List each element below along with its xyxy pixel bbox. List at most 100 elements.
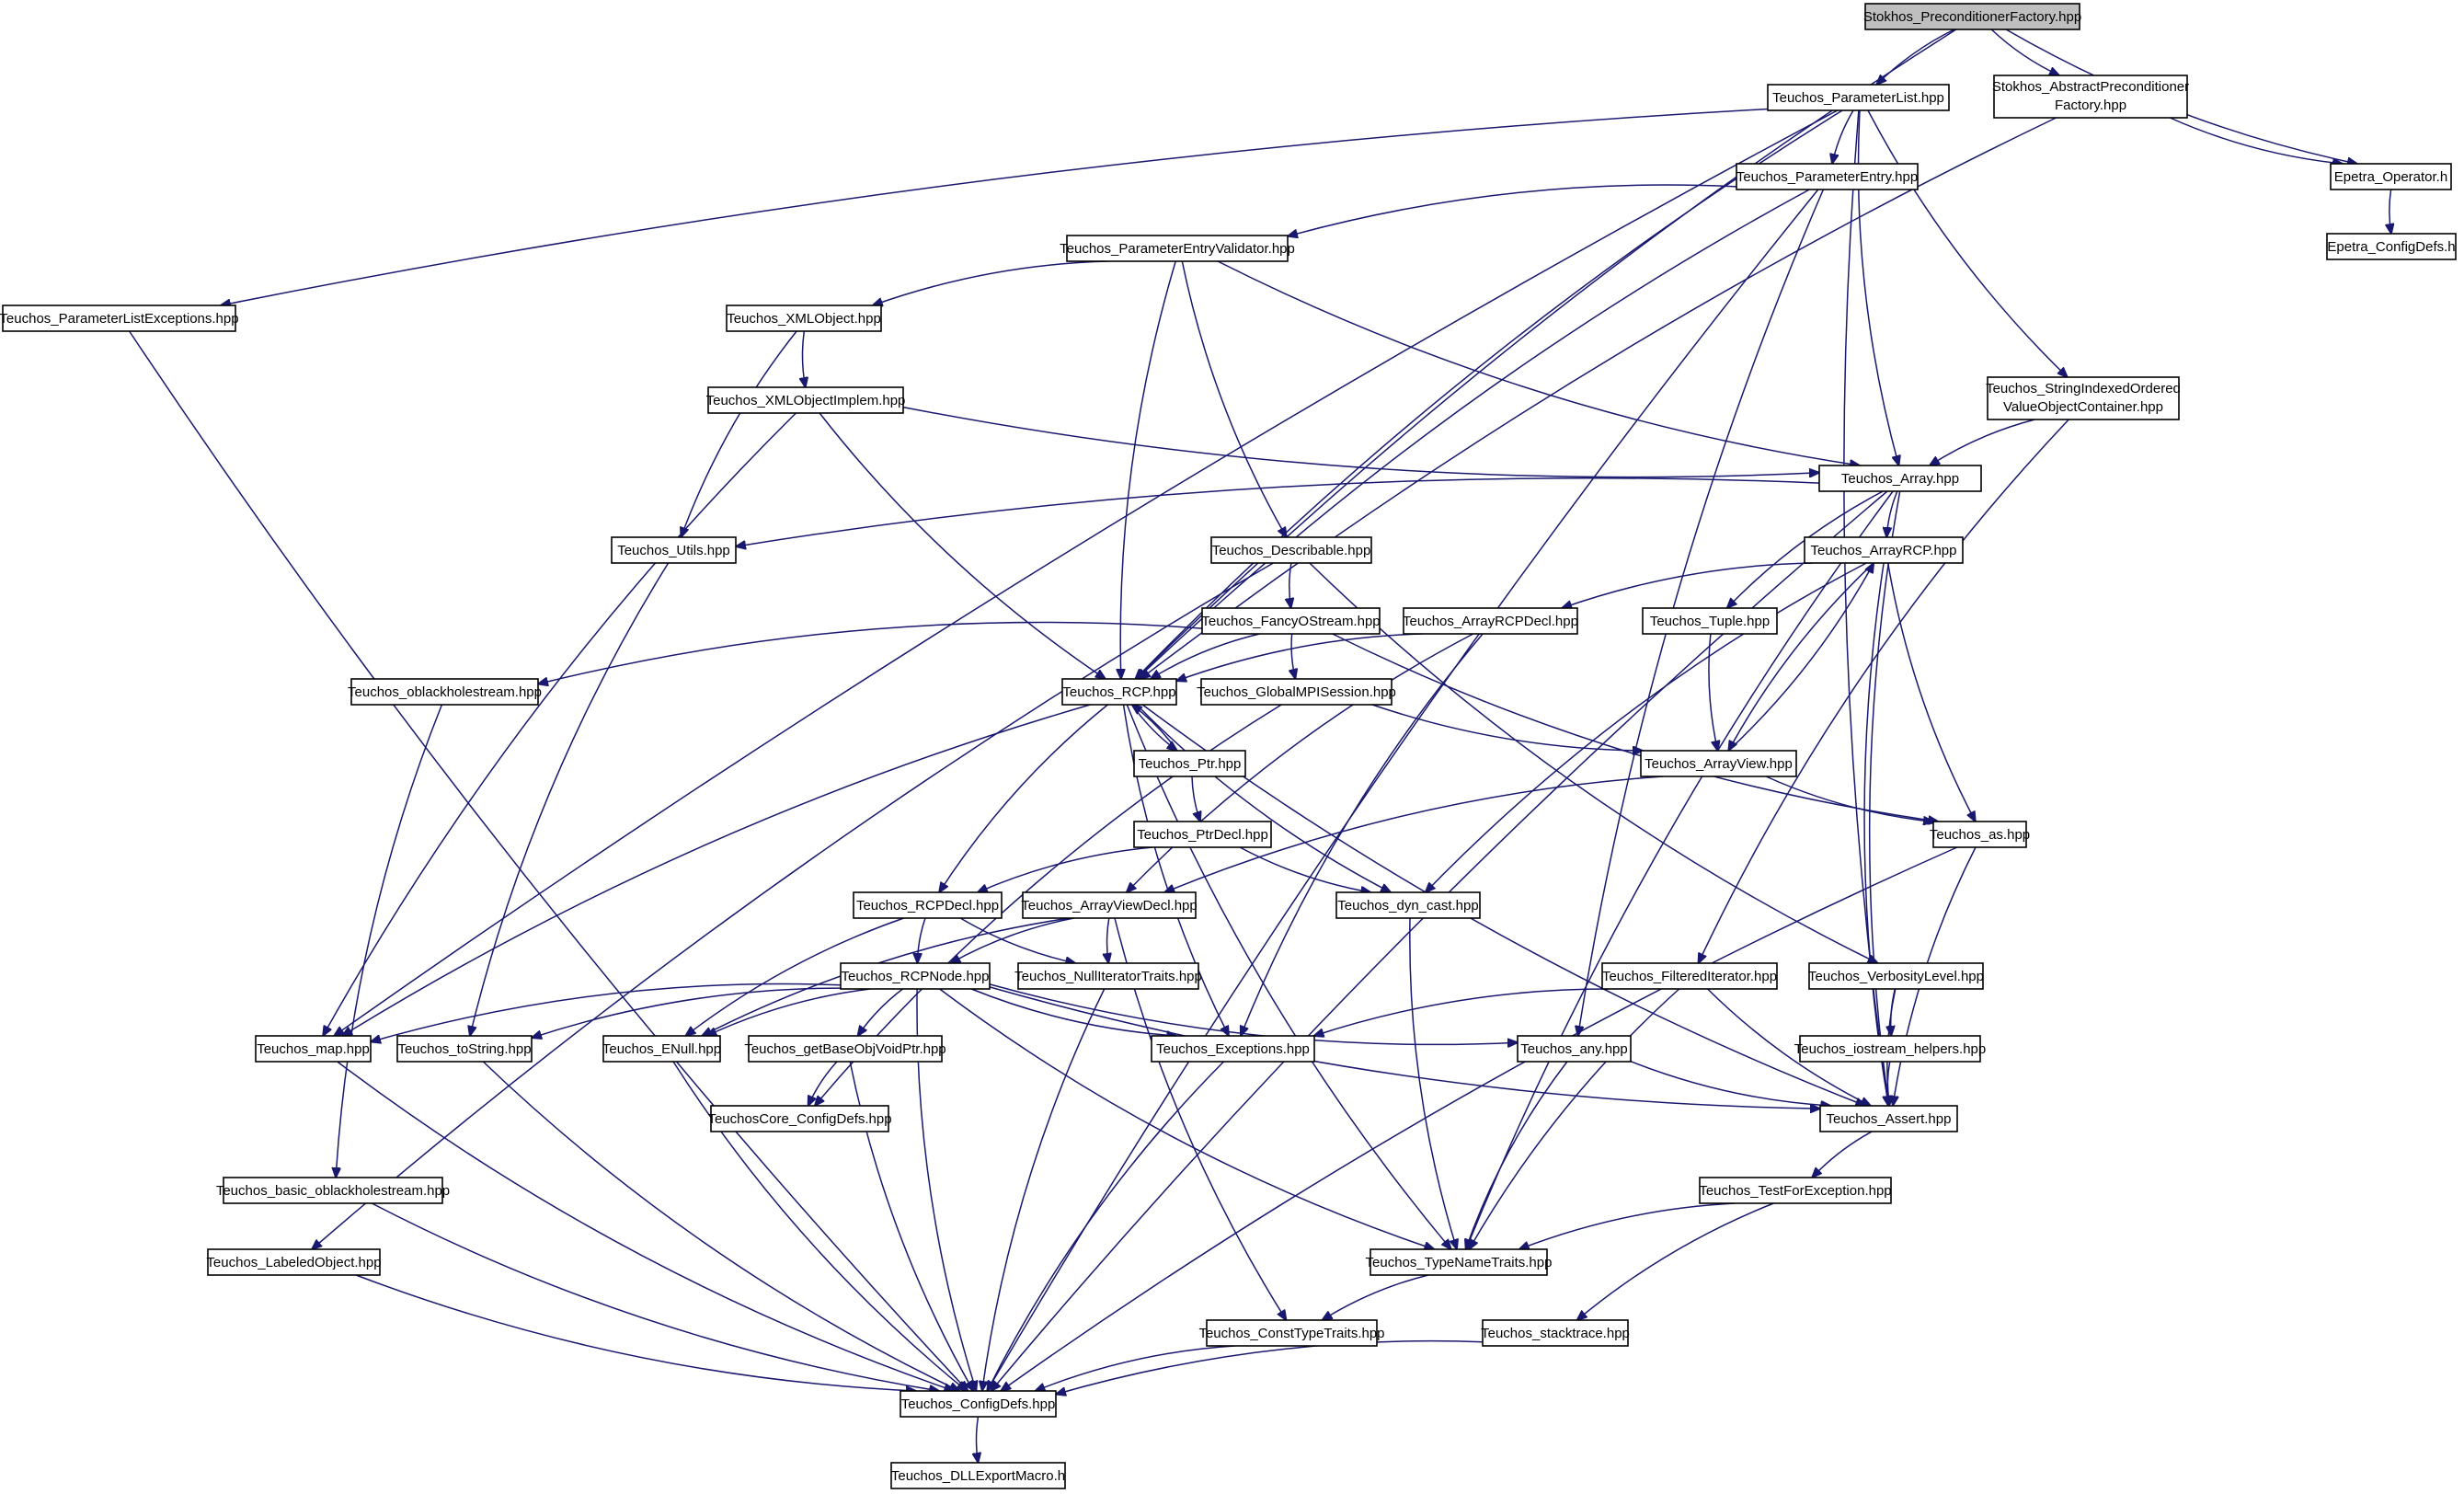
file-node-tostr[interactable]: Teuchos_toString.hpp: [396, 1035, 533, 1063]
file-node-utils[interactable]: Teuchos_Utils.hpp: [611, 536, 737, 564]
file-node-assert[interactable]: Teuchos_Assert.hpp: [1819, 1105, 1958, 1132]
file-node-label: Teuchos_FancyOStream.hpp: [1201, 614, 1380, 629]
edge-rcpnode-to-getbase: [858, 988, 903, 1036]
file-node-label: Teuchos_stacktrace.hpp: [1481, 1326, 1630, 1341]
file-node-gmpi[interactable]: Teuchos_GlobalMPISession.hpp: [1197, 678, 1396, 706]
edge-rcpdecl-to-nullit: [959, 917, 1075, 963]
file-node-box: [1736, 163, 1919, 190]
edge-pev-to-xmlobj: [873, 260, 1109, 305]
file-node-rcpnode[interactable]: Teuchos_RCPNode.hpp: [840, 962, 991, 990]
edge-root-to-rcp: [1136, 29, 1957, 679]
file-node-array[interactable]: Teuchos_Array.hpp: [1818, 465, 1982, 492]
file-node-label: Teuchos_ParameterListExceptions.hpp: [0, 311, 239, 327]
edge-descr-to-labeled: [312, 562, 1274, 1249]
edge-dyncast-to-tnt: [1409, 917, 1457, 1249]
file-node-pentry[interactable]: Teuchos_ParameterEntry.hpp: [1736, 163, 1919, 190]
file-node-cfg[interactable]: Teuchos_ConfigDefs.hpp: [900, 1390, 1057, 1418]
file-node-label-line: Stokhos_AbstractPreconditioner: [1992, 79, 2189, 95]
edge-arcpdecl-to-avdecl: [1127, 633, 1474, 892]
file-node-box: [1133, 821, 1272, 848]
file-node-any[interactable]: Teuchos_any.hpp: [1517, 1035, 1632, 1063]
file-node-label: Teuchos_NullIteratorTraits.hpp: [1014, 969, 1202, 984]
edge-pev-to-descr: [1181, 260, 1286, 537]
edge-plexc-to-cfg: [128, 330, 968, 1391]
file-node-avdecl[interactable]: Teuchos_ArrayViewDecl.hpp: [1021, 891, 1198, 919]
file-node-epop[interactable]: Epetra_Operator.h: [2330, 163, 2452, 190]
edge-avdecl-to-enull: [702, 917, 1070, 1036]
file-node-rcp[interactable]: Teuchos_RCP.hpp: [1061, 678, 1177, 706]
edge-pentry-to-cfg: [987, 189, 1819, 1391]
file-node-descr[interactable]: Teuchos_Describable.hpp: [1210, 536, 1372, 564]
file-node-box: [1987, 376, 2180, 420]
file-node-sioc[interactable]: Teuchos_StringIndexedOrderedValueObjectC…: [1986, 376, 2181, 420]
file-node-ptrdecl[interactable]: Teuchos_PtrDecl.hpp: [1133, 821, 1272, 848]
file-node-as[interactable]: Teuchos_as.hpp: [1930, 821, 2030, 848]
file-node-label-line: Factory.hpp: [2055, 98, 2126, 113]
file-node-box: [1206, 1319, 1378, 1347]
file-node-label: Teuchos_Ptr.hpp: [1139, 756, 1242, 772]
file-node-enull[interactable]: Teuchos_ENull.hpp: [602, 1035, 721, 1063]
file-node-xmlobj[interactable]: Teuchos_XMLObject.hpp: [726, 305, 882, 332]
file-node-dyncast[interactable]: Teuchos_dyn_cast.hpp: [1335, 891, 1481, 919]
file-node-tfe[interactable]: Teuchos_TestForException.hpp: [1699, 1177, 1892, 1204]
file-node-box: [1808, 962, 1984, 990]
edge-tuple-to-aview: [1708, 633, 1718, 751]
edge-rcpdecl-to-rcpnode: [918, 917, 926, 963]
edge-ptr-to-ptrdecl: [1191, 776, 1200, 822]
file-node-filtit[interactable]: Teuchos_FilteredIterator.hpp: [1601, 962, 1778, 990]
file-node-label: Teuchos_Assert.hpp: [1827, 1111, 1952, 1127]
file-node-label: Teuchos_oblackholestream.hpp: [348, 684, 542, 700]
file-node-getbase[interactable]: Teuchos_getBaseObjVoidPtr.hpp: [744, 1035, 946, 1063]
edge-pentry-to-pev: [1288, 184, 1737, 236]
edge-xmlimpl-to-array: [902, 406, 1819, 478]
file-node-arcpdecl[interactable]: Teuchos_ArrayRCPDecl.hpp: [1403, 607, 1578, 635]
file-node-corecfg[interactable]: TeuchosCore_ConfigDefs.hpp: [707, 1105, 892, 1132]
edge-arcp-to-as: [1886, 562, 1976, 822]
file-node-verb[interactable]: Teuchos_VerbosityLevel.hpp: [1808, 962, 1984, 990]
file-node-label: Teuchos_ENull.hpp: [602, 1041, 721, 1057]
file-node-ptr[interactable]: Teuchos_Ptr.hpp: [1133, 750, 1246, 777]
file-node-label: Teuchos_Describable.hpp: [1212, 543, 1371, 558]
file-node-iosh[interactable]: Teuchos_iostream_helpers.hpp: [1794, 1035, 1986, 1063]
edge-array-to-tnt: [1466, 490, 1894, 1249]
edge-rcp-to-tnt: [1126, 704, 1450, 1249]
file-node-label-line: ValueObjectContainer.hpp: [2003, 399, 2163, 415]
edge-xmlimpl-to-rcp: [819, 412, 1106, 679]
file-node-xmlimpl[interactable]: Teuchos_XMLObjectImplem.hpp: [706, 386, 906, 414]
file-node-abspre[interactable]: Stokhos_AbstractPreconditionerFactory.hp…: [1992, 75, 2189, 119]
file-node-aview[interactable]: Teuchos_ArrayView.hpp: [1640, 750, 1797, 777]
file-node-dll[interactable]: Teuchos_DLLExportMacro.h: [890, 1462, 1066, 1489]
file-node-plexc[interactable]: Teuchos_ParameterListExceptions.hpp: [0, 305, 239, 332]
file-node-box: [840, 962, 991, 990]
file-node-bob[interactable]: Teuchos_basic_oblackholestream.hpp: [216, 1177, 450, 1204]
edge-fancy-to-rcp: [1151, 633, 1260, 679]
file-node-fancy[interactable]: Teuchos_FancyOStream.hpp: [1201, 607, 1381, 635]
file-node-plist[interactable]: Teuchos_ParameterList.hpp: [1767, 84, 1950, 111]
file-node-tuple[interactable]: Teuchos_Tuple.hpp: [1642, 607, 1778, 635]
file-node-nullit[interactable]: Teuchos_NullIteratorTraits.hpp: [1014, 962, 1202, 990]
file-node-box: [1601, 962, 1778, 990]
file-node-box: [1699, 1177, 1892, 1204]
edge-arcp-to-aview: [1728, 562, 1874, 751]
file-node-exc[interactable]: Teuchos_Exceptions.hpp: [1151, 1035, 1315, 1063]
file-node-box: [1335, 891, 1481, 919]
file-node-rcpdecl[interactable]: Teuchos_RCPDecl.hpp: [853, 891, 1003, 919]
file-node-box: [1818, 465, 1982, 492]
file-node-map[interactable]: Teuchos_map.hpp: [255, 1035, 372, 1063]
edge-oblack-to-bob: [336, 704, 443, 1178]
file-node-pev[interactable]: Teuchos_ParameterEntryValidator.hpp: [1060, 235, 1295, 262]
file-node-ctt[interactable]: Teuchos_ConstTypeTraits.hpp: [1198, 1319, 1385, 1347]
file-node-root[interactable]: Stokhos_PreconditionerFactory.hpp: [1863, 3, 2081, 30]
file-node-tnt[interactable]: Teuchos_TypeNameTraits.hpp: [1366, 1248, 1553, 1276]
edge-rcpnode-to-enull: [706, 988, 871, 1036]
file-node-epcfg[interactable]: Epetra_ConfigDefs.h: [2326, 233, 2457, 260]
file-node-label: Teuchos_ParameterEntry.hpp: [1736, 169, 1918, 185]
edge-ctt-to-cfg: [1036, 1345, 1235, 1391]
file-node-box: [1799, 1035, 1981, 1063]
file-node-oblack[interactable]: Teuchos_oblackholestream.hpp: [348, 678, 542, 706]
file-node-labeled[interactable]: Teuchos_LabeledObject.hpp: [206, 1248, 382, 1276]
file-node-arcp[interactable]: Teuchos_ArrayRCP.hpp: [1804, 536, 1964, 564]
file-node-stack[interactable]: Teuchos_stacktrace.hpp: [1481, 1319, 1630, 1347]
file-node-label: Teuchos_ArrayRCP.hpp: [1811, 543, 1957, 558]
edge-epop-to-epcfg: [2390, 189, 2391, 234]
